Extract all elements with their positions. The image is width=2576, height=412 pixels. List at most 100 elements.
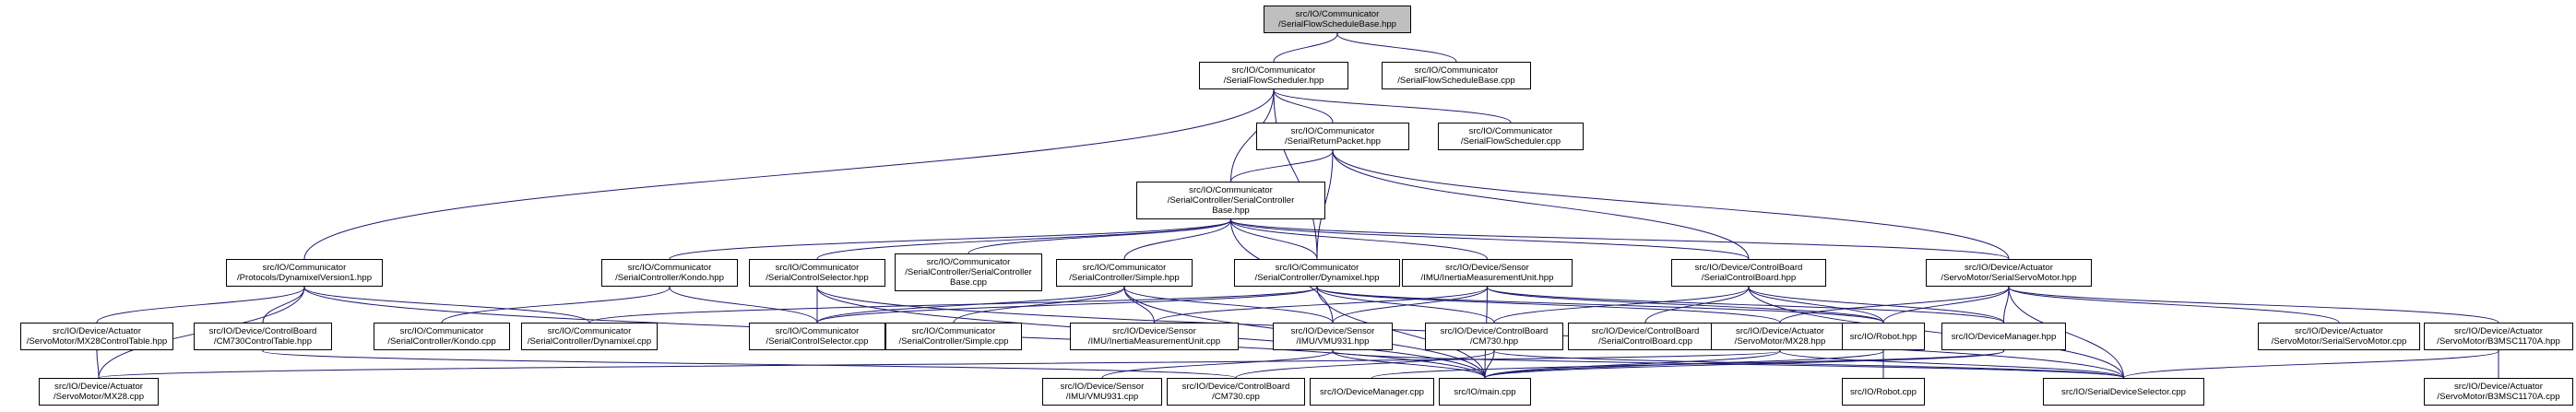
file-node-scbd-cpp[interactable]: src/IO/Device/ControlBoard /SerialContro… — [1568, 323, 1723, 350]
file-node-label: src/IO/Communicator /SerialReturnPacket.… — [1285, 126, 1381, 147]
file-node-sds-cpp[interactable]: src/IO/SerialDeviceSelector.cpp — [2043, 378, 2204, 406]
edge-sfsb_h-to-sfsb_cpp — [1334, 26, 1457, 63]
edge-mx28_h-to-sds_cpp — [1776, 343, 2124, 379]
edge-scbd_h-to-devmgr_h — [1745, 279, 2004, 324]
edge-srp_h-to-scb_h — [1230, 143, 1336, 182]
file-node-label: src/IO/Communicator /SerialFlowScheduleB… — [1278, 9, 1396, 29]
file-node-b3m-cpp[interactable]: src/IO/Device/Actuator /ServoMotor/B3MSC… — [2424, 378, 2573, 406]
file-node-devmgr-cpp[interactable]: src/IO/DeviceManager.cpp — [1310, 378, 1434, 406]
edge-devmgr_h-to-devmgr_cpp — [1371, 343, 2008, 379]
edge-dyn_h-to-robot_h — [1313, 279, 1884, 324]
file-node-label: src/IO/Communicator /SerialController/Dy… — [527, 326, 652, 347]
file-node-label: src/IO/Device/ControlBoard /CM730.hpp — [1440, 326, 1549, 347]
edge-scb_h-to-dyn_h — [1227, 212, 1318, 260]
file-node-main-cpp[interactable]: src/IO/main.cpp — [1439, 378, 1531, 406]
file-node-mx28ct-h[interactable]: src/IO/Device/Actuator /ServoMotor/MX28C… — [20, 323, 173, 350]
edge-cm730_h-to-sds_cpp — [1490, 343, 2124, 379]
edge-sfs_h-to-srp_h — [1270, 82, 1334, 124]
file-node-sfsb-cpp[interactable]: src/IO/Communicator /SerialFlowScheduleB… — [1382, 62, 1531, 89]
file-node-scb-h[interactable]: src/IO/Communicator /SerialController/Se… — [1136, 182, 1325, 219]
file-node-cm730ct-h[interactable]: src/IO/Device/ControlBoard /CM730Control… — [194, 323, 332, 350]
file-node-label: src/IO/Device/Sensor /IMU/InertiaMeasure… — [1087, 326, 1221, 347]
edge-mx28ct_h-to-mx28_cpp — [93, 343, 101, 379]
file-node-label: src/IO/Device/Actuator /ServoMotor/MX28.… — [1734, 326, 1826, 347]
file-node-scsel-h[interactable]: src/IO/Communicator /SerialControlSelect… — [749, 259, 885, 287]
file-node-vmu-cpp[interactable]: src/IO/Device/Sensor /IMU/VMU931.cpp — [1042, 378, 1162, 406]
file-node-imu-cpp[interactable]: src/IO/Device/Sensor /IMU/InertiaMeasure… — [1070, 323, 1239, 350]
edge-sfs_h-to-dxl1_h — [303, 82, 1277, 260]
file-node-scsel-cpp[interactable]: src/IO/Communicator /SerialControlSelect… — [749, 323, 885, 350]
file-node-ssm-h[interactable]: src/IO/Device/Actuator /ServoMotor/Seria… — [1926, 259, 2092, 287]
file-node-kondo-cpp[interactable]: src/IO/Communicator /SerialController/Ko… — [374, 323, 510, 350]
edge-imu_h-to-imu_cpp — [1154, 279, 1491, 324]
edge-dyn_h-to-mx28_h — [1313, 279, 1781, 324]
file-node-mx28-h[interactable]: src/IO/Device/Actuator /ServoMotor/MX28.… — [1711, 323, 1849, 350]
edge-scb_h-to-scbd_h — [1227, 212, 1750, 260]
edge-sfs_h-to-sfs_cpp — [1270, 82, 1512, 124]
file-node-dxl1-h[interactable]: src/IO/Communicator /Protocols/Dynamixel… — [226, 259, 383, 287]
file-node-mx28-cpp[interactable]: src/IO/Device/Actuator /ServoMotor/MX28.… — [39, 378, 159, 406]
edge-cm730ct_h-to-cm730_cpp — [258, 343, 1237, 379]
edge-vmu_h-to-main_cpp — [1329, 343, 1486, 379]
edge-dxl1_h-to-dyn_cpp — [301, 279, 590, 324]
file-node-label: src/IO/Robot.hpp — [1849, 331, 1917, 342]
file-node-simple-cpp[interactable]: src/IO/Communicator /SerialController/Si… — [885, 323, 1022, 350]
file-node-label: src/IO/Device/Actuator /ServoMotor/MX28.… — [53, 382, 145, 402]
edge-dyn_h-to-scsel_cpp — [816, 279, 1321, 324]
file-node-label: src/IO/Device/ControlBoard /SerialContro… — [1694, 263, 1803, 283]
file-node-label: src/IO/Communicator /SerialController/Se… — [905, 257, 1032, 288]
edge-ssm_h-to-robot_h — [1882, 279, 2012, 324]
edge-simple_h-to-vmu_h — [1121, 279, 1334, 324]
file-node-dyn-cpp[interactable]: src/IO/Communicator /SerialController/Dy… — [521, 323, 658, 350]
edge-simple_h-to-imu_cpp — [1121, 279, 1155, 324]
file-node-label: src/IO/Device/ControlBoard /CM730Control… — [208, 326, 317, 347]
file-node-label: src/IO/Communicator /SerialController/Se… — [1167, 185, 1295, 216]
file-node-scbd-h[interactable]: src/IO/Device/ControlBoard /SerialContro… — [1671, 259, 1826, 287]
file-node-kondo-h[interactable]: src/IO/Communicator /SerialController/Ko… — [601, 259, 738, 287]
file-node-label: src/IO/Device/Actuator /ServoMotor/Seria… — [2271, 326, 2407, 347]
file-node-robot-h[interactable]: src/IO/Robot.hpp — [1842, 323, 1925, 350]
file-node-ssm-cpp[interactable]: src/IO/Device/Actuator /ServoMotor/Seria… — [2258, 323, 2420, 350]
file-node-label: src/IO/Communicator /SerialController/Si… — [898, 326, 1009, 347]
edge-mx28_h-to-mx28_cpp — [98, 343, 1785, 379]
edge-imu_h-to-vmu_h — [1332, 279, 1491, 324]
file-node-scb-cpp[interactable]: src/IO/Communicator /SerialController/Se… — [895, 253, 1042, 291]
file-node-sfs-h[interactable]: src/IO/Communicator /SerialFlowScheduler… — [1199, 62, 1348, 89]
file-node-dyn-h[interactable]: src/IO/Communicator /SerialController/Dy… — [1234, 259, 1400, 287]
file-node-label: src/IO/Communicator /SerialController/Si… — [1069, 263, 1180, 283]
file-node-simple-h[interactable]: src/IO/Communicator /SerialController/Si… — [1056, 259, 1193, 287]
file-node-label: src/IO/Communicator /SerialFlowScheduler… — [1460, 126, 1561, 147]
file-node-label: src/IO/Communicator /SerialControlSelect… — [766, 326, 869, 347]
file-node-label: src/IO/Communicator /SerialFlowScheduleB… — [1397, 65, 1515, 86]
file-node-devmgr-h[interactable]: src/IO/DeviceManager.hpp — [1941, 323, 2066, 350]
file-node-robot-cpp[interactable]: src/IO/Robot.cpp — [1842, 378, 1925, 406]
file-node-label: src/IO/Device/ControlBoard /SerialContro… — [1591, 326, 1700, 347]
file-node-b3m-h[interactable]: src/IO/Device/Actuator /ServoMotor/B3MSC… — [2424, 323, 2573, 350]
file-node-sfs-cpp[interactable]: src/IO/Communicator /SerialFlowScheduler… — [1438, 123, 1584, 150]
edge-scb_h-to-ssm_h — [1227, 212, 2010, 260]
file-node-label: src/IO/Communicator /SerialControlSelect… — [766, 263, 869, 283]
file-node-sfsb-h[interactable]: src/IO/Communicator /SerialFlowScheduleB… — [1264, 6, 1411, 33]
edge-sfs_h-to-dyn_h — [1270, 82, 1318, 260]
file-node-cm730-cpp[interactable]: src/IO/Device/ControlBoard /CM730.cpp — [1167, 378, 1305, 406]
file-node-vmu-h[interactable]: src/IO/Device/Sensor /IMU/VMU931.hpp — [1273, 323, 1393, 350]
edge-scb_h-to-kondo_h — [669, 212, 1235, 260]
file-node-cm730-h[interactable]: src/IO/Device/ControlBoard /CM730.hpp — [1425, 323, 1563, 350]
edge-kondo_h-to-scsel_cpp — [666, 279, 818, 324]
edge-devmgr_h-to-main_cpp — [1484, 343, 2008, 379]
file-node-label: src/IO/Device/Actuator /ServoMotor/B3MSC… — [2437, 382, 2560, 402]
edge-dyn_h-to-dyn_cpp — [588, 279, 1321, 324]
file-node-label: src/IO/Device/Actuator /ServoMotor/B3MSC… — [2437, 326, 2560, 347]
file-node-label: src/IO/Communicator /SerialFlowScheduler… — [1223, 65, 1324, 86]
edge-scbd_h-to-sds_cpp — [1745, 279, 2124, 379]
file-node-label: src/IO/Device/Sensor /IMU/VMU931.hpp — [1290, 326, 1375, 347]
file-node-label: src/IO/DeviceManager.hpp — [1951, 331, 2057, 342]
file-node-imu-h[interactable]: src/IO/Device/Sensor /IMU/InertiaMeasure… — [1402, 259, 1573, 287]
file-node-srp-h[interactable]: src/IO/Communicator /SerialReturnPacket.… — [1256, 123, 1409, 150]
edge-sfs_h-to-scb_h — [1230, 82, 1277, 182]
file-node-label: src/IO/Communicator /SerialController/Dy… — [1254, 263, 1380, 283]
file-node-label: src/IO/Device/Actuator /ServoMotor/Seria… — [1941, 263, 2077, 283]
edge-cm730_h-to-main_cpp — [1484, 343, 1498, 379]
edge-scbd_h-to-scbd_cpp — [1644, 279, 1752, 324]
edge-ssm_h-to-sds_cpp — [2005, 279, 2124, 379]
